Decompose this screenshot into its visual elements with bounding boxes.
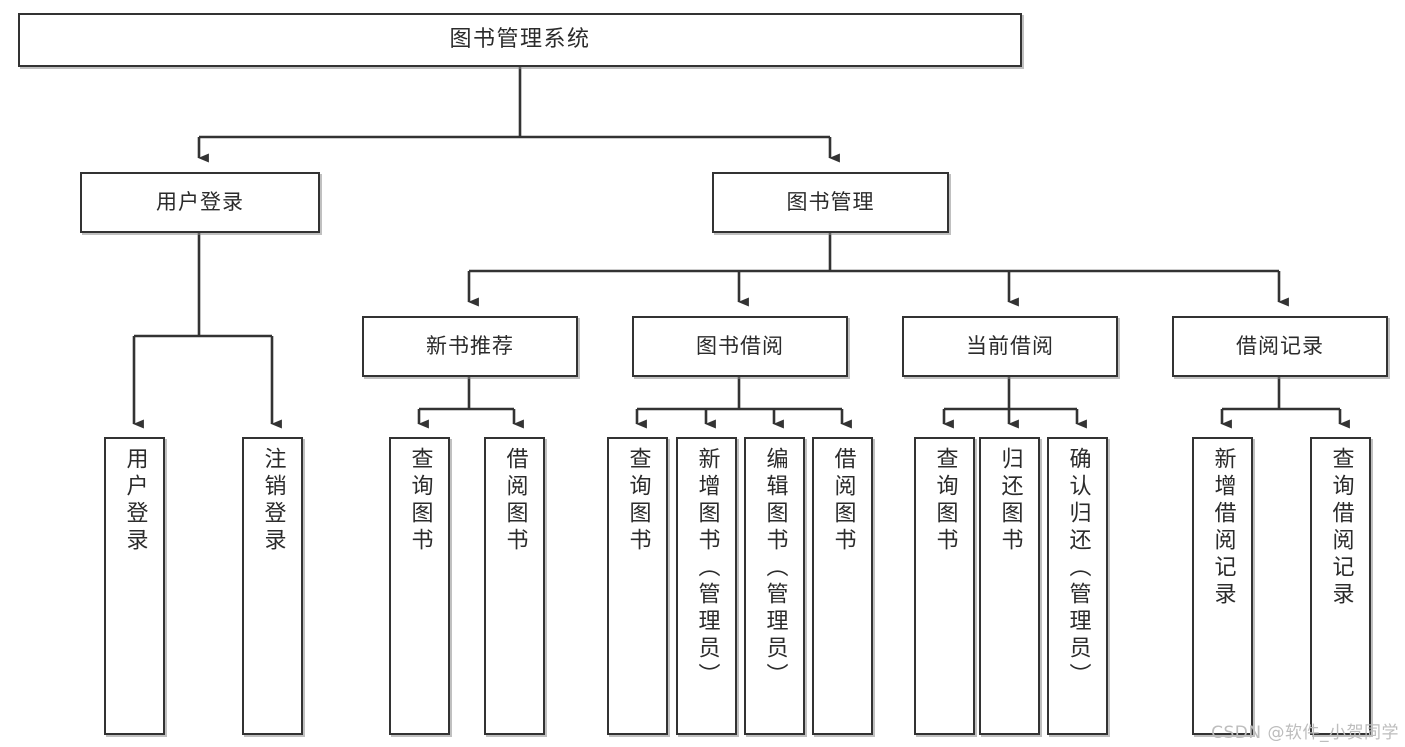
node-label: 当前借阅: [966, 334, 1054, 359]
node-current-borrow[interactable]: 当前借阅: [902, 316, 1118, 377]
node-label: 新增图书（管理员）: [694, 447, 720, 690]
node-user-logout-leaf[interactable]: 注销登录: [242, 437, 303, 735]
node-confirm-return-admin[interactable]: 确认归还（管理员）: [1047, 437, 1108, 735]
node-label: 新书推荐: [426, 334, 514, 359]
node-query-borrow-record[interactable]: 查询借阅记录: [1310, 437, 1371, 735]
node-root-system[interactable]: 图书管理系统: [18, 13, 1022, 67]
node-add-book-admin[interactable]: 新增图书（管理员）: [676, 437, 737, 735]
node-label: 查询图书: [407, 447, 433, 555]
csdn-watermark: CSDN @软件_小贺同学: [1211, 723, 1399, 743]
node-label: 新增借阅记录: [1210, 447, 1236, 609]
node-borrow-book-1[interactable]: 借阅图书: [484, 437, 545, 735]
node-user-login[interactable]: 用户登录: [80, 172, 320, 233]
node-book-management[interactable]: 图书管理: [712, 172, 949, 233]
node-borrow-record[interactable]: 借阅记录: [1172, 316, 1388, 377]
node-label: 用户登录: [122, 447, 148, 555]
node-add-borrow-record[interactable]: 新增借阅记录: [1192, 437, 1253, 735]
node-borrow-book-2[interactable]: 借阅图书: [812, 437, 873, 735]
node-query-book-1[interactable]: 查询图书: [389, 437, 450, 735]
node-label: 借阅图书: [830, 447, 856, 555]
node-label: 借阅记录: [1236, 334, 1324, 359]
node-query-book-2[interactable]: 查询图书: [607, 437, 668, 735]
node-label: 用户登录: [156, 190, 244, 215]
node-label: 查询图书: [932, 447, 958, 555]
node-label: 查询图书: [625, 447, 651, 555]
node-label: 注销登录: [260, 447, 286, 555]
node-return-book[interactable]: 归还图书: [979, 437, 1040, 735]
node-book-borrow[interactable]: 图书借阅: [632, 316, 848, 377]
node-label: 图书借阅: [696, 334, 784, 359]
node-label: 编辑图书（管理员）: [762, 447, 788, 690]
node-label: 借阅图书: [502, 447, 528, 555]
node-label: 确认归还（管理员）: [1065, 447, 1091, 690]
node-label: 查询借阅记录: [1328, 447, 1354, 609]
node-user-login-leaf[interactable]: 用户登录: [104, 437, 165, 735]
node-label: 图书管理: [786, 190, 875, 215]
node-label: 图书管理系统: [449, 27, 591, 53]
node-edit-book-admin[interactable]: 编辑图书（管理员）: [744, 437, 805, 735]
node-query-book-3[interactable]: 查询图书: [914, 437, 975, 735]
node-new-book-recommend[interactable]: 新书推荐: [362, 316, 578, 377]
node-label: 归还图书: [997, 447, 1023, 555]
